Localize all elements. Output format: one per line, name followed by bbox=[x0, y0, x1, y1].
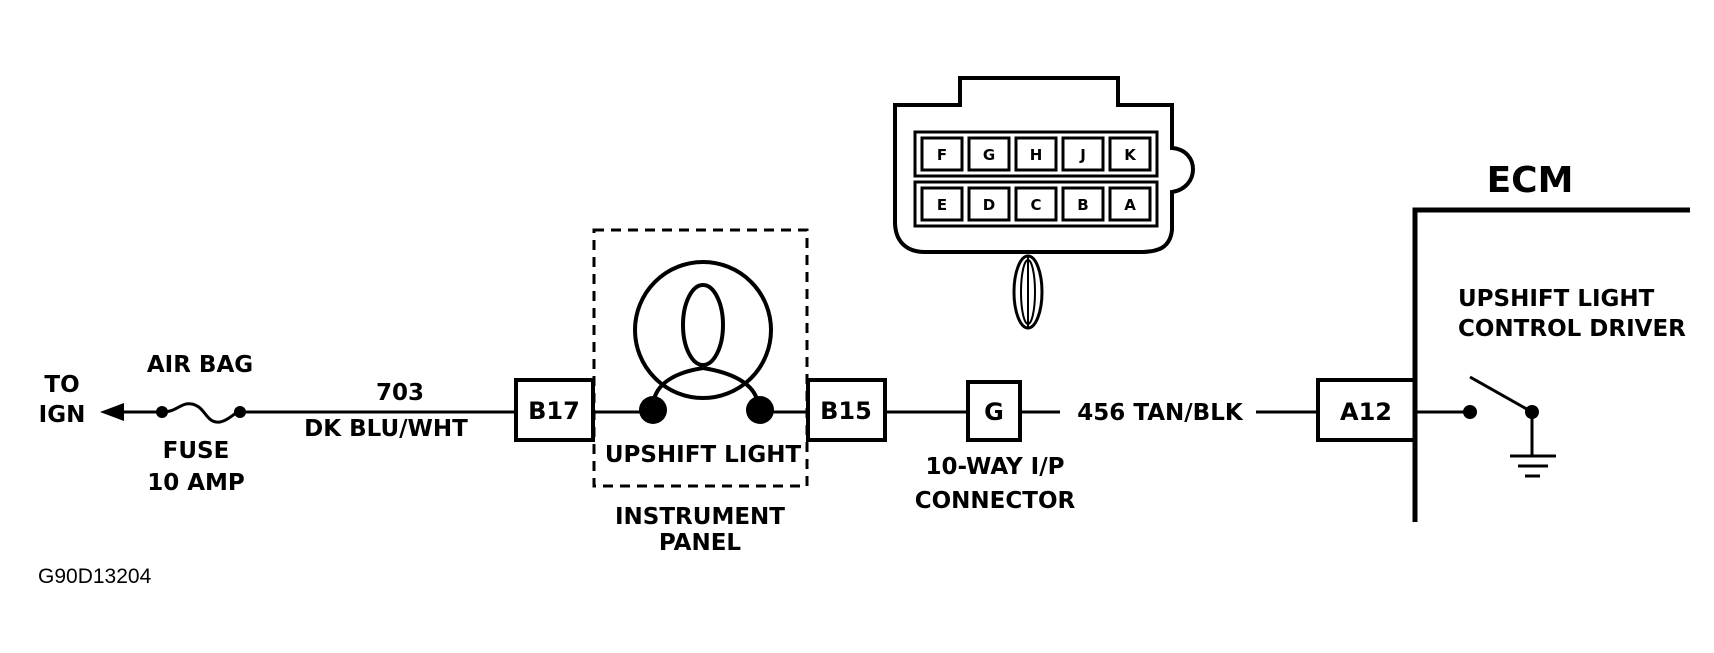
ecm-boundary bbox=[1412, 207, 1690, 522]
ground-icon bbox=[1510, 454, 1556, 478]
connector-b15-label: B15 bbox=[820, 397, 872, 425]
instrument-panel-label-line2: PANEL bbox=[659, 530, 742, 556]
instrument-panel-outline bbox=[592, 228, 809, 488]
ecm-title: ECM bbox=[1487, 160, 1574, 201]
connector-b17-label: B17 bbox=[528, 397, 580, 425]
ecm-driver-label-line1: UPSHIFT LIGHT bbox=[1458, 286, 1655, 312]
upshift-light-label: UPSHIFT LIGHT bbox=[605, 442, 802, 468]
fuse-element bbox=[161, 402, 241, 424]
to-ign-label-line2: IGN bbox=[39, 402, 86, 428]
pin-e: E bbox=[937, 196, 947, 214]
pin-k: K bbox=[1124, 146, 1137, 164]
ecm-driver-label-line2: CONTROL DRIVER bbox=[1458, 316, 1686, 342]
pin-c: C bbox=[1030, 196, 1041, 214]
pin-h: H bbox=[1030, 146, 1043, 164]
pin-a: A bbox=[1124, 196, 1136, 214]
lamp-bulb bbox=[633, 260, 773, 400]
connector-g-desc-line2: CONNECTOR bbox=[915, 488, 1076, 514]
fuse-title: AIR BAG bbox=[147, 352, 253, 378]
connector-g-label: G bbox=[984, 398, 1004, 426]
connector-latch bbox=[1012, 254, 1044, 330]
to-ign-arrowhead bbox=[100, 403, 124, 421]
fuse-label-line2: 10 AMP bbox=[147, 470, 245, 496]
connector-b15-box bbox=[806, 378, 887, 442]
pin-j: J bbox=[1079, 146, 1086, 164]
fuse-label-line1: FUSE bbox=[163, 438, 230, 464]
pin-b: B bbox=[1077, 196, 1088, 214]
to-ign-label-line1: TO bbox=[44, 372, 79, 398]
lamp-terminal-right bbox=[746, 396, 774, 424]
connector-a12-box bbox=[1316, 378, 1417, 442]
lamp-filament bbox=[681, 283, 725, 367]
connector-face-illustration: F G H J K E D C B A bbox=[893, 76, 1195, 330]
wire-703-color: DK BLU/WHT bbox=[304, 416, 468, 442]
wire-703-number: 703 bbox=[376, 380, 424, 406]
instrument-panel-label-line1: INSTRUMENT bbox=[615, 504, 785, 530]
figure-code: G90D13204 bbox=[38, 565, 152, 588]
driver-switch-terminal bbox=[1463, 405, 1477, 419]
driver-switch-blade bbox=[1469, 375, 1533, 414]
pin-d: D bbox=[983, 196, 995, 214]
wire-456-label: 456 TAN/BLK bbox=[1077, 400, 1244, 426]
connector-a12-label: A12 bbox=[1340, 398, 1392, 426]
pin-g: G bbox=[983, 146, 995, 164]
lamp-terminal-left bbox=[639, 396, 667, 424]
connector-g-desc-line1: 10-WAY I/P bbox=[926, 454, 1065, 480]
pin-f: F bbox=[937, 146, 947, 164]
